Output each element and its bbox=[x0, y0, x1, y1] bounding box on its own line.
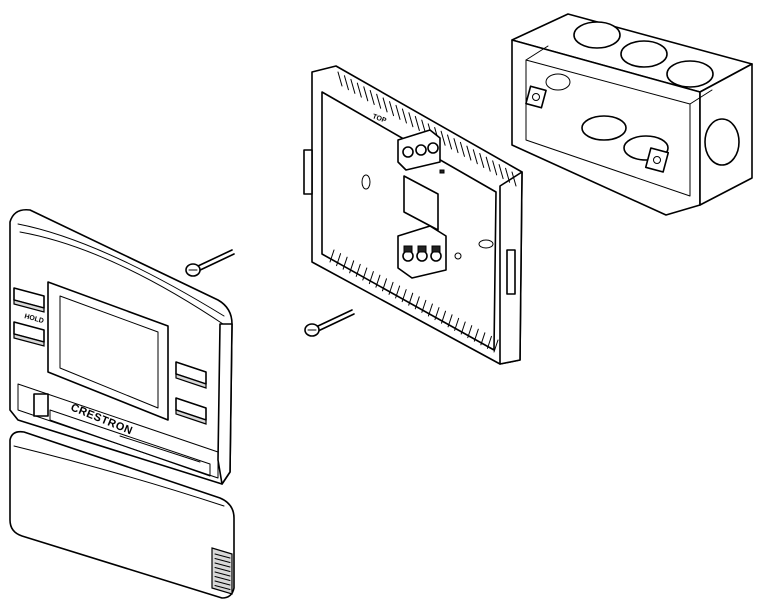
rib bbox=[342, 256, 348, 270]
rib bbox=[421, 299, 427, 313]
terminal-block-top bbox=[397, 129, 445, 174]
rib bbox=[401, 289, 407, 303]
vent-slot bbox=[214, 567, 231, 572]
rib bbox=[427, 303, 433, 317]
rib bbox=[414, 115, 420, 131]
rib bbox=[414, 296, 420, 310]
vent-slot bbox=[214, 562, 231, 568]
rib bbox=[362, 267, 368, 281]
rib bbox=[401, 108, 407, 124]
rib bbox=[466, 145, 472, 161]
thermostat-unit: HOLD CRESTRON bbox=[9, 208, 233, 485]
rib bbox=[434, 307, 440, 321]
rib bbox=[349, 260, 355, 274]
rib bbox=[355, 263, 361, 277]
rib bbox=[336, 253, 342, 267]
vent-slot bbox=[214, 576, 231, 581]
rib bbox=[467, 325, 473, 339]
terminal-block-bottom bbox=[397, 225, 447, 279]
rib bbox=[479, 152, 485, 168]
rib bbox=[441, 310, 447, 324]
rib bbox=[460, 321, 466, 335]
hold-button-label: HOLD bbox=[23, 313, 44, 325]
rib bbox=[472, 149, 478, 165]
rib bbox=[447, 314, 453, 328]
rib bbox=[480, 332, 486, 346]
top-marker-label: TOP bbox=[371, 113, 387, 125]
rib bbox=[363, 86, 369, 102]
rib bbox=[408, 292, 414, 306]
vent-slot bbox=[214, 571, 231, 577]
rib bbox=[493, 339, 499, 353]
screw-upper bbox=[185, 249, 235, 277]
rib bbox=[473, 328, 479, 342]
rib bbox=[343, 75, 349, 91]
rib bbox=[492, 160, 498, 176]
rib bbox=[395, 104, 401, 120]
cover-vents bbox=[214, 553, 231, 590]
vent-slot bbox=[214, 558, 231, 563]
rib bbox=[350, 78, 356, 94]
rib bbox=[329, 249, 335, 263]
rib bbox=[459, 141, 465, 157]
vent-slot bbox=[214, 585, 231, 590]
rib bbox=[485, 156, 491, 172]
rib bbox=[376, 93, 382, 109]
rib bbox=[368, 271, 374, 285]
rib bbox=[382, 97, 388, 113]
rib bbox=[440, 130, 446, 146]
rib bbox=[454, 317, 460, 331]
screw-lower bbox=[304, 309, 355, 337]
vent-slot bbox=[214, 553, 231, 559]
rib bbox=[486, 335, 492, 349]
rib bbox=[453, 138, 459, 154]
rib bbox=[388, 281, 394, 295]
rib bbox=[369, 90, 375, 106]
rib bbox=[511, 171, 517, 187]
rib bbox=[498, 164, 504, 180]
rib bbox=[447, 134, 453, 150]
rib bbox=[505, 167, 511, 183]
rib bbox=[408, 112, 414, 128]
rib bbox=[381, 278, 387, 292]
electrical-box bbox=[511, 13, 753, 216]
rib bbox=[337, 71, 343, 87]
back-plate: TOP bbox=[303, 65, 523, 365]
rib bbox=[389, 101, 395, 117]
bottom-cover bbox=[9, 430, 235, 599]
bottom-ribs bbox=[329, 249, 499, 353]
rib bbox=[356, 82, 362, 98]
rib bbox=[375, 274, 381, 288]
rib bbox=[395, 285, 401, 299]
vent-slot bbox=[214, 580, 231, 586]
